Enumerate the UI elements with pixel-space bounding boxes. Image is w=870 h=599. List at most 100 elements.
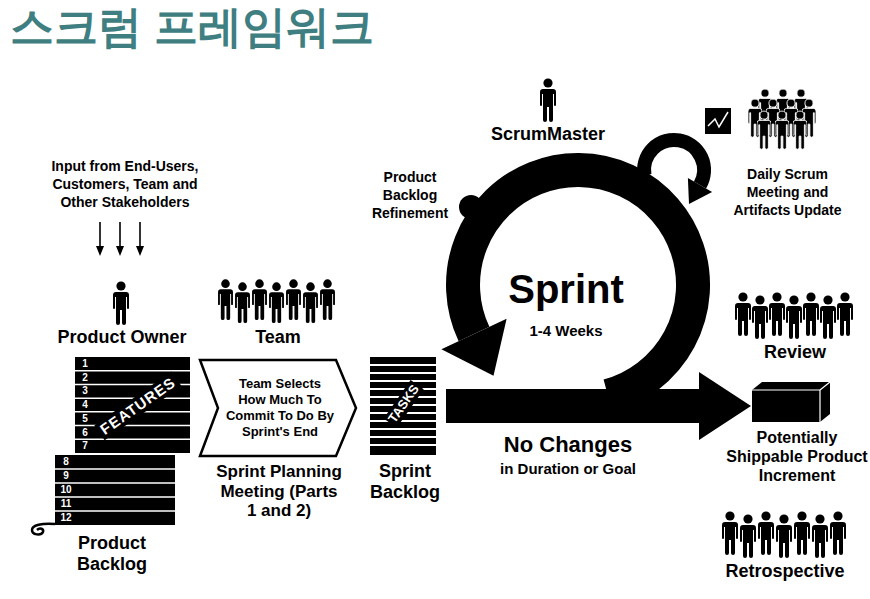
input-arrow-head [96, 246, 104, 256]
sprint-ring-head [441, 319, 506, 376]
person-icon [740, 514, 756, 558]
row-line [55, 510, 175, 512]
daily-loop-head [688, 178, 712, 204]
input-arrows [100, 222, 140, 248]
node-text: 8 [57, 455, 75, 469]
person-icon [320, 279, 335, 320]
task-line [370, 444, 436, 446]
scroll-curl [32, 524, 55, 535]
person-icon [218, 279, 233, 320]
person-icon [793, 111, 807, 149]
person-icon [775, 111, 789, 149]
person-icon [758, 511, 774, 555]
node-text: 7 [77, 439, 93, 453]
person-icon [786, 295, 802, 339]
label: Review [745, 342, 845, 364]
node-text: 1 [77, 357, 93, 371]
row-line [75, 439, 190, 441]
node-text: 9 [57, 469, 75, 483]
node-text: Sprint Planning Meeting (Parts 1 and 2) [214, 462, 344, 521]
person-icon [757, 111, 771, 149]
increment-box-edge [752, 390, 820, 422]
input-arrow-line [99, 222, 101, 248]
node-text: 5 [77, 412, 93, 426]
task-line [370, 380, 436, 382]
node-text: 11 [57, 497, 75, 511]
task-line [370, 436, 436, 438]
daily-group [748, 89, 816, 149]
product-increment: Potentially Shippable Product Increment [722, 380, 870, 490]
person-icon [540, 78, 556, 122]
task-line [370, 372, 436, 374]
person-icon [269, 282, 284, 323]
flow-arrow [446, 372, 751, 440]
row-line [55, 468, 175, 470]
row-line [55, 482, 175, 484]
clock-icon [705, 108, 731, 134]
task-line [370, 364, 436, 366]
person-icon [794, 511, 810, 555]
sprint-cycle: Sprint1-4 Weeks [446, 153, 710, 417]
node-text: 2 [77, 371, 93, 385]
person-icon [113, 281, 129, 325]
backlog-block [75, 357, 190, 453]
node-text: 4 [77, 398, 93, 412]
increment-box-side [820, 382, 830, 422]
person-icon [235, 282, 250, 323]
title: 스크럼 프레임워크 [10, 2, 374, 53]
person-icon [812, 514, 828, 558]
person-icon [837, 292, 853, 336]
label: in Duration or Goal [478, 460, 658, 478]
person-icon [803, 292, 819, 336]
node-text: 6 [77, 426, 93, 440]
increment-box-edge [820, 382, 830, 390]
node-text: Sprint [436, 269, 696, 309]
person-icon [769, 292, 785, 336]
label: No Changes [478, 432, 658, 457]
input-arrow-line [139, 222, 141, 248]
node-text: 3 [77, 384, 93, 398]
person-icon [820, 295, 836, 339]
clock-icon-mark [708, 112, 728, 127]
node-text: Potentially Shippable Product Increment [722, 428, 870, 486]
row-line [75, 425, 190, 427]
task-line [370, 428, 436, 430]
chevron-shape [200, 360, 356, 456]
row-line [75, 370, 190, 372]
product-backlog: FEATURES123456789101112Product Backlog [50, 355, 195, 585]
person-icon [752, 295, 768, 339]
label: Input from End-Users, Customers, Team an… [40, 157, 210, 212]
input-arrow-line [119, 222, 121, 248]
input-arrow-head [116, 246, 124, 256]
person-icon [735, 292, 751, 336]
node-text: Team Selects How Much To Commit To Do By… [224, 376, 336, 441]
row-line [55, 496, 175, 498]
node-text: 12 [57, 511, 75, 525]
person-icon [830, 511, 846, 555]
label: Product Owner [42, 327, 202, 349]
backlog-block [55, 455, 175, 525]
increment-box-top [752, 382, 830, 390]
task-line [370, 420, 436, 422]
node-text: 10 [57, 483, 75, 497]
person-icon [252, 279, 267, 320]
person-icon [776, 514, 792, 558]
planning-chevron: Team Selects How Much To Commit To Do By… [198, 358, 360, 533]
sprint-backlog: TASKSSprint Backlog [366, 355, 444, 510]
refinement-dot [459, 195, 483, 219]
label: Product Backlog Refinement [360, 168, 460, 223]
task-block [370, 357, 436, 455]
input-arrow-head [136, 246, 144, 256]
label: Retrospective [715, 561, 855, 583]
node-text: 1-4 Weeks [436, 323, 696, 340]
label: Daily Scrum Meeting and Artifacts Update [725, 165, 850, 220]
label: ScrumMaster [478, 124, 618, 146]
person-icon [303, 282, 318, 323]
label: Team [238, 327, 318, 349]
person-icon [722, 511, 738, 555]
node-text: Product Backlog [57, 533, 167, 574]
node-text: Sprint Backlog [361, 461, 449, 502]
increment-box [752, 390, 820, 422]
person-icon [286, 279, 301, 320]
